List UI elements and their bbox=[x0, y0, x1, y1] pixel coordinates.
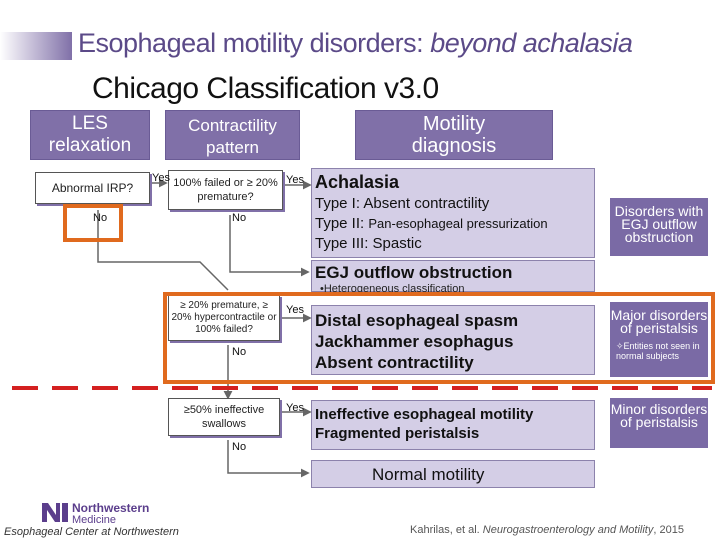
highlight-no-irp bbox=[63, 204, 123, 242]
diagnosis-major-list: Distal esophageal spasm Jackhammer esoph… bbox=[315, 310, 518, 373]
slide-title-plain: Esophageal motility disorders: bbox=[78, 28, 431, 58]
diagnosis-achalasia: Achalasia bbox=[315, 172, 400, 192]
logo-line2: Medicine bbox=[72, 514, 117, 526]
diagnosis-minor-list: Ineffective esophageal motility Fragment… bbox=[315, 405, 533, 443]
slide-subtitle: Chicago Classification v3.0 bbox=[92, 72, 439, 105]
diagnosis-jackhammer: Jackhammer esophagus bbox=[315, 332, 514, 351]
slide-title-italic: beyond achalasia bbox=[430, 28, 633, 58]
northwestern-logo: Northwestern Medicine bbox=[40, 500, 160, 526]
category-major-note: ✧Entities not seen in normal subjects bbox=[616, 341, 700, 361]
divider-dashed-line bbox=[12, 386, 712, 390]
normal-box bbox=[311, 460, 595, 488]
achalasia-type-3: Type III: Spastic bbox=[315, 235, 422, 252]
yes-label-premature: Yes bbox=[286, 304, 304, 316]
diagnosis-fragmented-peristalsis: Fragmented peristalsis bbox=[315, 425, 480, 442]
minor-box bbox=[311, 400, 595, 450]
nm-logo-icon bbox=[42, 503, 68, 522]
header-contractility-pattern: Contractility pattern bbox=[165, 110, 300, 160]
header-les-relaxation: LES relaxation bbox=[30, 110, 150, 160]
no-label-irp: No bbox=[93, 212, 108, 224]
category-egj-outflow: Disorders with EGJ outflow obstruction bbox=[610, 198, 708, 256]
diagnosis-egj-note: •Heterogeneous classification bbox=[320, 283, 465, 293]
diagnosis-absent-contractility: Absent contractility bbox=[315, 353, 474, 372]
footer-citation: Kahrilas, et al. Neurogastroenterology a… bbox=[410, 524, 684, 536]
question-ineffective-swallows: ≥50% ineffective swallows bbox=[168, 398, 280, 436]
footer-center-name: Esophageal Center at Northwestern bbox=[4, 526, 179, 538]
no-label-ineffective: No bbox=[232, 441, 247, 453]
yes-label-failed: Yes bbox=[286, 174, 304, 186]
yes-label-irp: Yes bbox=[152, 172, 170, 184]
question-premature-hypercontractile: ≥ 20% premature, ≥ 20% hypercontractile … bbox=[168, 295, 280, 341]
diagnosis-egj-outflow: EGJ outflow obstruction bbox=[315, 263, 513, 282]
question-abnormal-irp: Abnormal IRP? bbox=[35, 172, 150, 204]
diagnosis-ineffective-motility: Ineffective esophageal motility bbox=[315, 406, 534, 423]
diagnosis-normal-motility: Normal motility bbox=[372, 465, 485, 484]
slide-title: Esophageal motility disorders: beyond ac… bbox=[78, 28, 633, 59]
no-label-premature: No bbox=[232, 346, 247, 358]
title-accent-bar bbox=[0, 32, 72, 60]
egj-box bbox=[311, 260, 595, 292]
question-failed-or-premature: 100% failed or ≥ 20% premature? bbox=[168, 170, 283, 210]
achalasia-type-1: Type I: Absent contractility bbox=[315, 195, 490, 212]
category-minor-peristalsis: Minor disorders of peristalsis bbox=[610, 398, 708, 448]
achalasia-type-2: Type II: Pan-esophageal pressurization bbox=[315, 215, 548, 232]
yes-label-ineffective: Yes bbox=[286, 402, 304, 414]
diagnosis-distal-spasm: Distal esophageal spasm bbox=[315, 311, 519, 330]
no-label-failed: No bbox=[232, 212, 247, 224]
header-motility-diagnosis: Motility diagnosis bbox=[355, 110, 553, 160]
highlight-major-disorders bbox=[163, 292, 715, 384]
diagnosis-achalasia-types: Type I: Absent contractility Type II: Pa… bbox=[315, 194, 548, 254]
logo-line1: Northwestern bbox=[72, 501, 150, 515]
category-major-peristalsis: Major disorders of peristalsis ✧Entities… bbox=[610, 302, 708, 377]
major-box bbox=[311, 305, 595, 375]
achalasia-box bbox=[311, 168, 595, 258]
